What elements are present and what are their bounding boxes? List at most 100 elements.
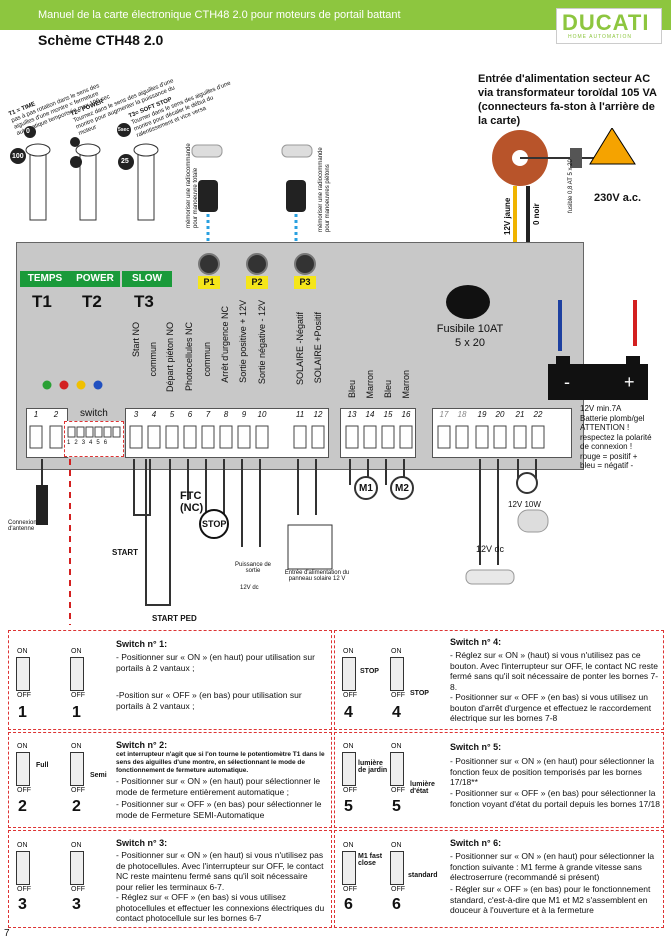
battery-note-line: bleu = négatif - [580, 461, 634, 470]
switch-1-off-dip [70, 657, 84, 691]
fuse-label: fusible 0,8 AT 5 x 20 [568, 159, 574, 213]
terminal-number: 14 [365, 410, 375, 419]
dip-on-label: ON [71, 842, 82, 849]
remote-controls [191, 144, 313, 255]
battery-note-line: Batterie plomb/gel [580, 413, 645, 423]
switch-6-title: Switch n° 6: [450, 838, 502, 848]
terminal-label-10: Sortie négative - 12V [257, 300, 267, 385]
terminal-number: 7 [205, 410, 211, 419]
switch-3-off-dip [70, 851, 84, 885]
switch-2-title: Switch n° 2: [116, 740, 168, 750]
dip-on-label: ON [17, 743, 28, 750]
switch-5-on-dip [342, 752, 356, 786]
switch-1-text-off: -Position sur « OFF » (en bas) pour util… [116, 690, 302, 711]
header-title: Manuel de la carte électronique CTH48 2.… [38, 9, 401, 21]
dip-on-label: ON [71, 743, 82, 750]
switch-3-on-dip [16, 851, 30, 885]
wiring-below-board [36, 459, 549, 625]
switch-2-number: 2 [72, 798, 81, 815]
button-p2[interactable] [246, 253, 268, 275]
switch-2-off-dip [70, 752, 84, 786]
terminal-number: 18 [457, 410, 467, 419]
switch-5-off-tag: lumière d'état [410, 781, 435, 795]
t1-min-value: 0 [26, 128, 30, 135]
output-voltage-label: 12V dc [240, 585, 259, 591]
dip-off-label: OFF [343, 692, 357, 699]
switch-6-panel [334, 830, 664, 928]
start-label: START [112, 548, 139, 557]
switch-2-on-tag: Full [36, 762, 49, 769]
terminal-label-8: Arrêt d'urgence NC [220, 306, 230, 383]
battery-note-line: de connexion ! [580, 442, 633, 451]
logo-subtext: HOME AUTOMATION [568, 34, 632, 40]
pot-label-t2: POWER [70, 271, 120, 287]
dip-on-label: ON [17, 648, 28, 655]
terminal-number: 3 [133, 410, 139, 419]
terminal-number: 17 [439, 410, 449, 419]
switch-2-number: 2 [18, 798, 27, 815]
status-leds [42, 380, 103, 390]
switch-4-number: 4 [392, 704, 401, 721]
dip-off-label: OFF [17, 692, 31, 699]
terminal-number: 20 [495, 410, 505, 419]
board-fuse [446, 285, 490, 319]
terminal-label-7: commun [202, 342, 212, 377]
pot-name-t2: T2 [82, 292, 102, 311]
dip-on-label: ON [17, 842, 28, 849]
switch-5-text-off: - Positionner sur « OFF » (en bas) pour … [450, 788, 661, 809]
logo-text: DUCATI [562, 10, 650, 35]
terminal-number: 13 [347, 410, 357, 419]
t1-max-value: 100 [12, 153, 24, 160]
terminal-label-14: Marron [365, 370, 375, 399]
dip-number: 4 [89, 440, 97, 446]
switch-4-text-on: - Réglez sur « ON » (haut) si vous n'uti… [450, 650, 659, 692]
terminal-number: 10 [257, 410, 267, 419]
ac-voltage-label: 230V a.c. [594, 192, 642, 204]
solar-input-label: Entrée d'alimentation du panneau solaire… [284, 570, 350, 582]
ftc-label: FTC (NC) [180, 490, 204, 514]
button-p1-label: P1 [198, 276, 220, 289]
switch-4-number: 4 [344, 704, 353, 721]
switch-2-panel [8, 732, 332, 828]
terminal-label-5: Départ piéton NO [165, 322, 175, 393]
output-power-label: Puissance de sortie [234, 562, 272, 574]
yellow-wire-label: 12V jaune [503, 197, 512, 235]
switch-3-title: Switch n° 3: [116, 838, 168, 848]
terminal-number: 22 [533, 410, 543, 419]
potentiometer-drawings [10, 123, 159, 221]
switch-3-panel [8, 830, 332, 928]
board-fuse-size: 5 x 20 [455, 337, 485, 349]
board-fuse-rating: Fusibile 10AT [436, 323, 504, 335]
switch-3-number: 3 [18, 896, 27, 913]
terminal-number: 2 [53, 410, 59, 419]
switch-4-on-tag: STOP [360, 668, 379, 675]
terminal-label-16: Marron [401, 370, 411, 399]
switch-4-panel [334, 630, 664, 730]
terminal-label-6: Photocellules NC [184, 322, 194, 392]
terminal-screws [29, 425, 545, 449]
switch-6-number: 6 [344, 896, 353, 913]
dip-on-label: ON [343, 743, 354, 750]
t3-max-value: 25 [121, 158, 129, 165]
terminal-number: 6 [187, 410, 193, 419]
motor-m1-label: M1 [359, 483, 373, 494]
button-p2-label: P2 [246, 276, 268, 289]
switch-6-text-off: - Régler sur « OFF » (en bas) pour le fo… [450, 884, 651, 915]
dip-off-label: OFF [391, 692, 405, 699]
pot-name-t3: T3 [134, 292, 154, 311]
switch-5-number: 5 [344, 798, 353, 815]
switch-2-text-on: - Positionner sur « ON » (en haut) pour … [116, 776, 321, 797]
button-p1[interactable] [198, 253, 220, 275]
stop-label: STOP [202, 519, 227, 529]
terminal-label-3: Start NO [131, 322, 141, 358]
dip-off-label: OFF [343, 787, 357, 794]
terminal-number: 12 [313, 410, 323, 419]
switch-4-title: Switch n° 4: [450, 637, 502, 647]
switch-5-text-on: - Positionner sur « ON » (en haut) pour … [450, 756, 655, 787]
switch-2-text-off: - Positionner sur « OFF » (en bas) pour … [116, 799, 322, 820]
power-input-note: Entrée d'alimentation secteur AC via tra… [478, 73, 657, 127]
dip-off-label: OFF [391, 787, 405, 794]
black-wire-label: 0 noir [532, 203, 541, 225]
button-p3[interactable] [294, 253, 316, 275]
dip-switch-numbers: 123456 [67, 440, 127, 446]
